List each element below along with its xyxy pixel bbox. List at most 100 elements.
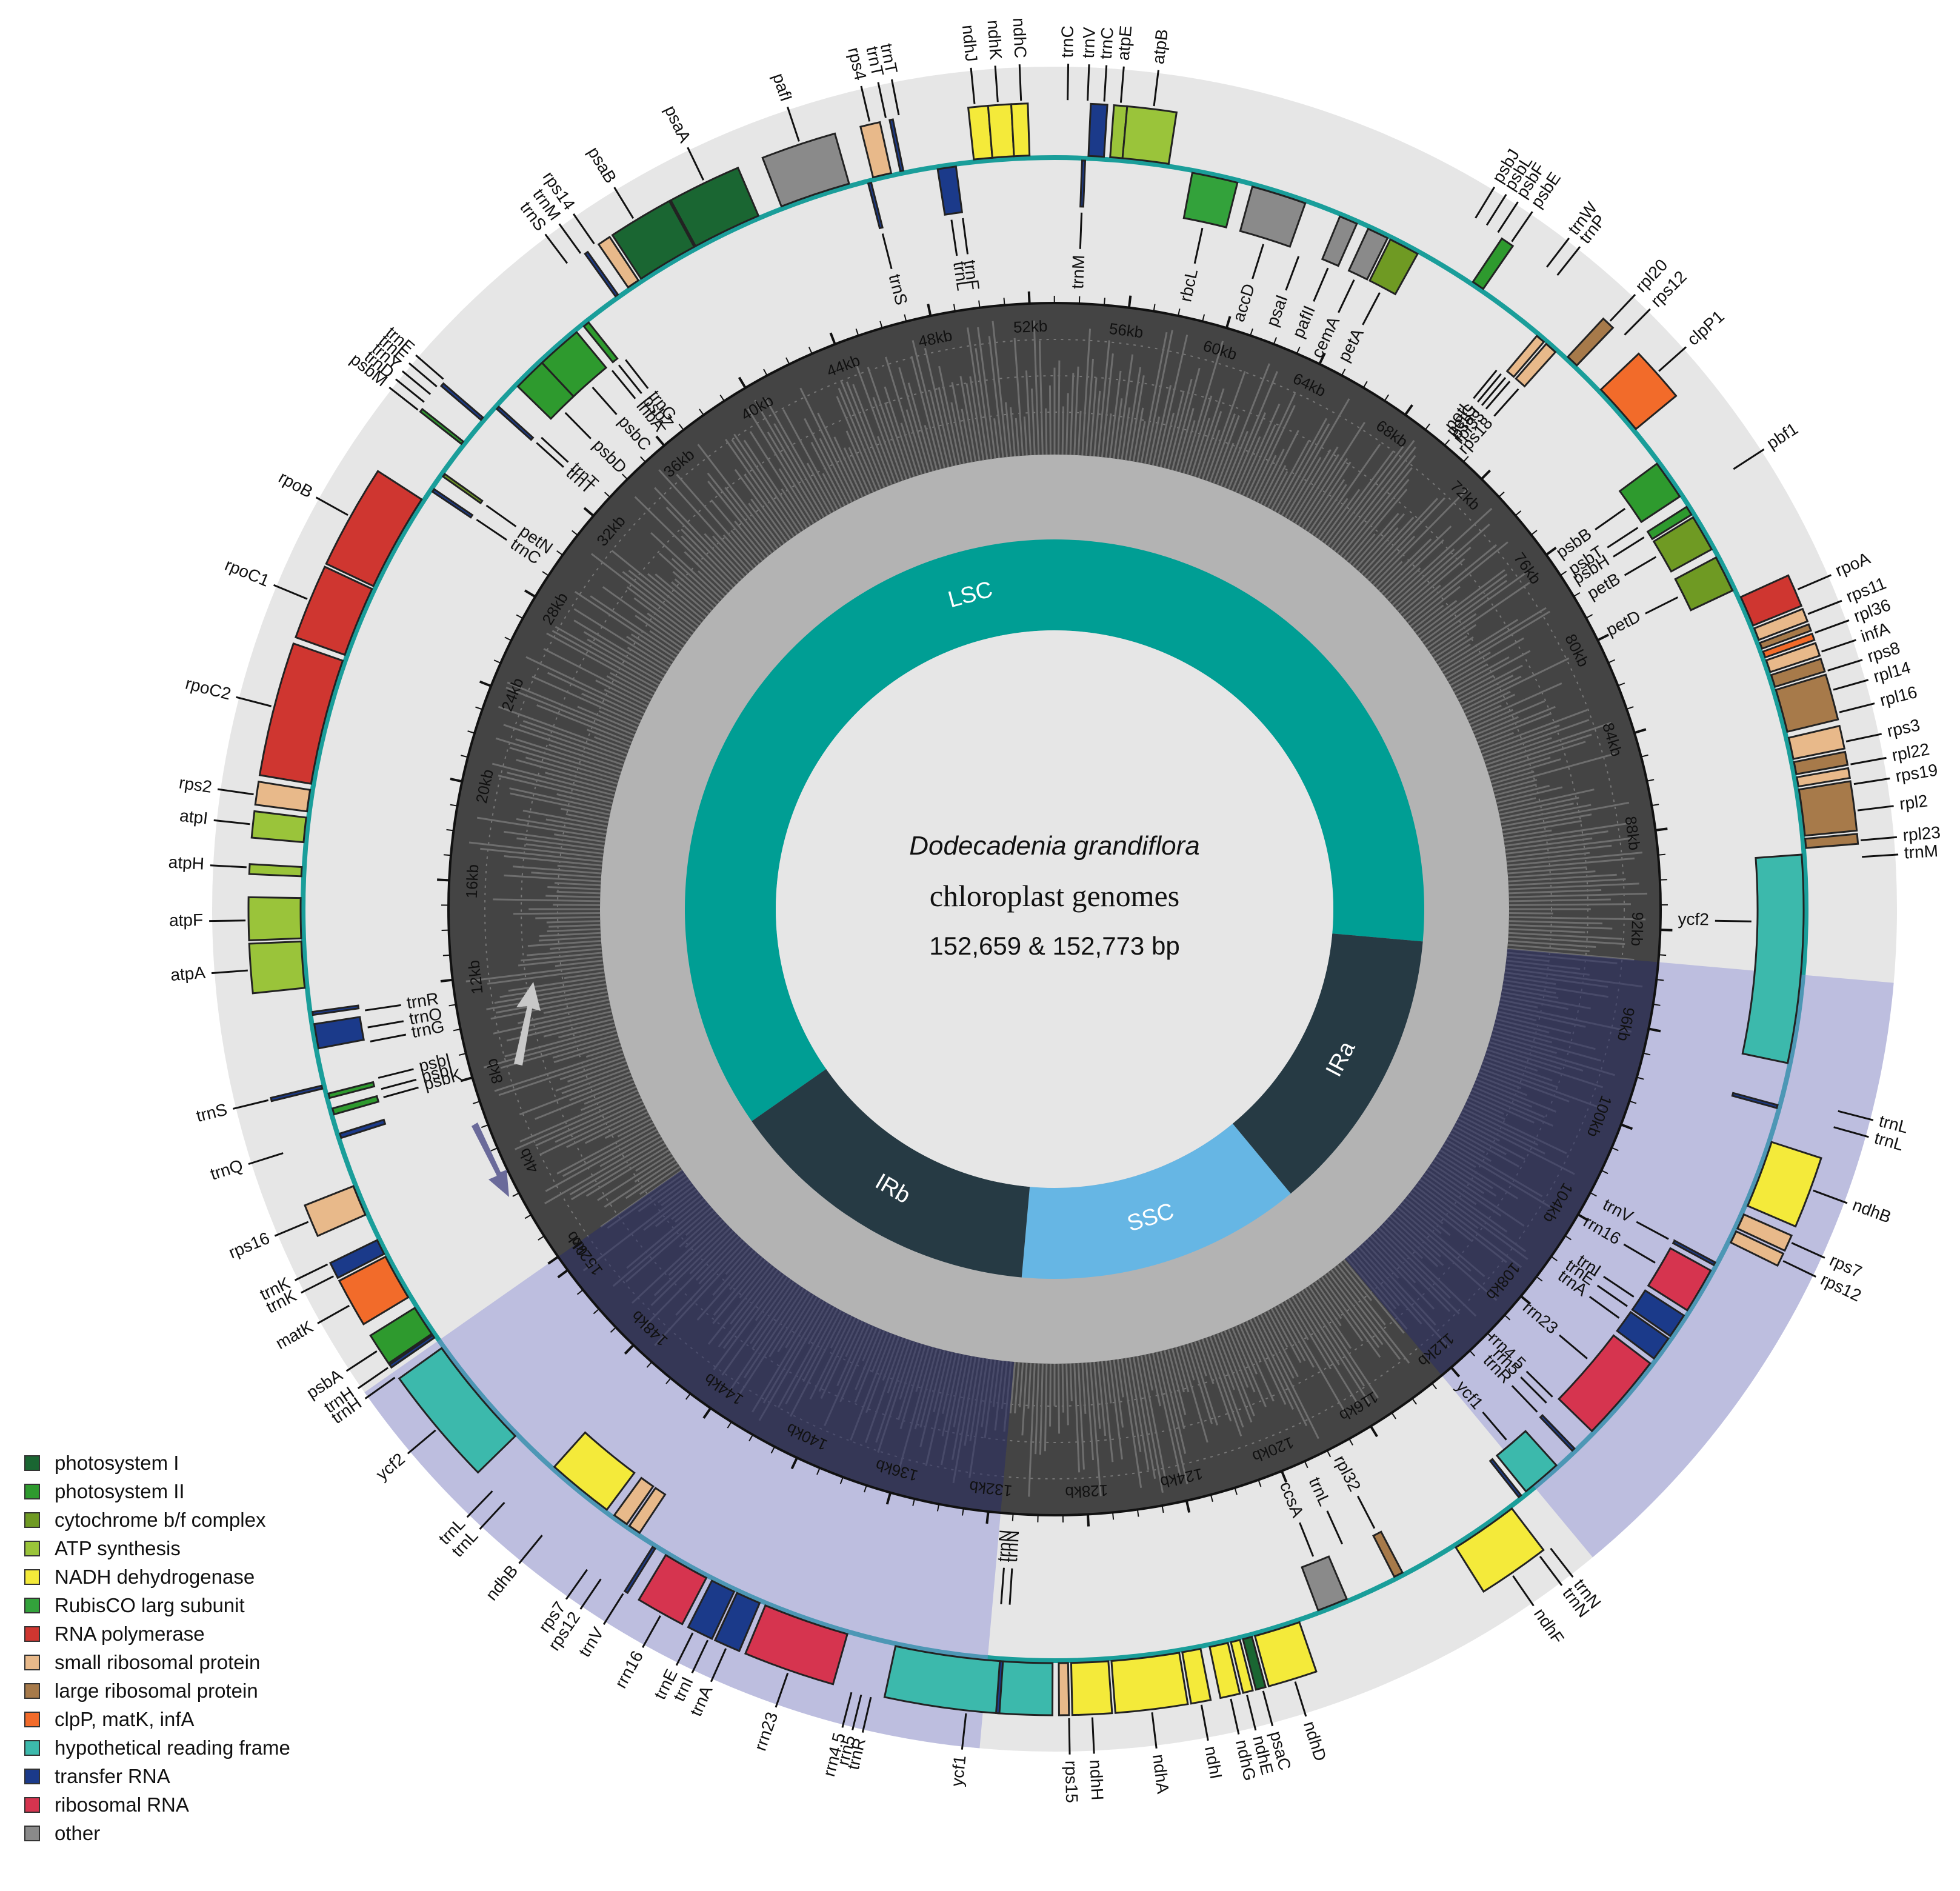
- gene-rpl2: [1798, 780, 1858, 837]
- gene-trnS: [584, 250, 619, 298]
- gene-label-ndhB: ndhB: [482, 1561, 521, 1604]
- label-leader-rpl2: [1857, 805, 1894, 812]
- label-leader-petB: [1624, 556, 1657, 576]
- gene-rpl23: [1804, 833, 1859, 849]
- label-leader-trnC: [1103, 65, 1108, 102]
- label-leader-psbJ: [1475, 186, 1496, 219]
- gene-label-ndhB: ndhB: [1850, 1195, 1894, 1227]
- gene-track-baseline: [301, 155, 1808, 1663]
- gene-rpoA: [1739, 574, 1803, 627]
- gene-ndhH: [1070, 1660, 1113, 1716]
- legend-item: photosystem II: [24, 1477, 290, 1506]
- gene-label-rpoC2: rpoC2: [184, 674, 233, 704]
- gene-petN: [441, 472, 484, 505]
- label-leader-psbD: [564, 412, 592, 439]
- legend-swatch: [24, 1739, 40, 1756]
- scale-tick: [472, 1101, 480, 1104]
- gene-label-ndhD: ndhD: [1300, 1719, 1330, 1763]
- gene-rps4: [859, 121, 893, 179]
- label-leader-trnV: [1636, 1221, 1669, 1240]
- label-leader-rpl32: [1356, 1495, 1376, 1529]
- label-leader-ndhD: [1294, 1681, 1307, 1717]
- scale-tick: [1601, 1170, 1608, 1175]
- scale-tick: [467, 730, 475, 734]
- scale-tick: [1153, 304, 1156, 312]
- scale-tick: [1545, 547, 1557, 556]
- gene-trnI: [687, 1579, 736, 1640]
- scale-tick: [1648, 1027, 1661, 1033]
- label-leader-rpl36: [1815, 619, 1850, 634]
- label-leader-clpP1: [1658, 346, 1687, 372]
- scale-tick: [702, 1407, 712, 1419]
- gene-rpl36: [1758, 623, 1813, 650]
- scale-tick: [1210, 1494, 1213, 1502]
- scale-tick: [1384, 394, 1390, 401]
- gene-label-atpA: atpA: [170, 963, 206, 984]
- legend-item: cytochrome b/f complex: [24, 1506, 290, 1534]
- gene-label-trnL: trnL: [950, 260, 973, 292]
- gene-trnA: [1616, 1310, 1670, 1360]
- scale-tick: [640, 456, 646, 462]
- gene-ndhF: [1455, 1507, 1545, 1593]
- gene-label-ndhA: ndhA: [1149, 1753, 1173, 1795]
- label-leader-ndhK: [994, 65, 999, 102]
- tick-label-16kb: 16kb: [462, 864, 482, 899]
- gene-psbH: [1646, 505, 1693, 541]
- label-leader-psbK: [383, 1086, 419, 1098]
- scale-tick: [475, 706, 483, 710]
- label-leader-atpE: [1119, 66, 1125, 103]
- scale-tick: [542, 571, 549, 576]
- scale-tick: [1127, 295, 1132, 308]
- scale-tick: [512, 1192, 519, 1197]
- gene-rps12: [628, 1486, 667, 1535]
- gene-rbcL: [1182, 172, 1239, 228]
- region-SSC: [1021, 1123, 1291, 1279]
- gene-trnV: [1087, 102, 1108, 158]
- tick-label-88kb: 88kb: [1621, 815, 1644, 852]
- gene-rps16: [304, 1185, 367, 1238]
- scale-tick: [1462, 456, 1469, 462]
- label-leader-trnM: [1079, 212, 1083, 249]
- label-leader-ndhA: [1151, 1712, 1158, 1749]
- label-leader-trnO: [367, 1020, 404, 1029]
- label-leader-rrn23: [1559, 1334, 1588, 1359]
- gene-rps12: [1729, 1230, 1785, 1267]
- gene-label-trnN: trnN: [1002, 1530, 1022, 1563]
- region-LSC: [684, 539, 1424, 1121]
- scale-tick: [885, 1492, 892, 1505]
- label-leader-trnS: [881, 233, 893, 270]
- gene-label-ycf2: ycf2: [373, 1449, 408, 1484]
- gene-label-ndhJ: ndhJ: [959, 24, 981, 62]
- legend-label: hypothetical reading frame: [55, 1736, 290, 1759]
- gene-trnT: [888, 118, 905, 173]
- label-leader-pafI: [787, 106, 800, 142]
- scale-tick: [1185, 1500, 1191, 1513]
- legend-swatch: [24, 1683, 40, 1699]
- legend-swatch: [24, 1597, 40, 1613]
- gene-psaB: [611, 199, 696, 280]
- gene-label-atpB: atpB: [1148, 28, 1172, 65]
- gene-trnA: [713, 1592, 761, 1653]
- gene-ndhB: [553, 1431, 636, 1512]
- gene-rpoC1: [295, 565, 373, 656]
- gene-ccsA: [1301, 1555, 1348, 1612]
- gene-label-rpl23: rpl23: [1902, 823, 1941, 845]
- scale-tick: [1597, 633, 1609, 642]
- gc-ir-shade-0: [1345, 949, 1659, 1376]
- scale-tick: [1370, 1426, 1378, 1438]
- gene-atpB: [1121, 105, 1178, 165]
- scale-tick: [685, 1393, 691, 1400]
- scale-tick: [1281, 1470, 1288, 1483]
- label-leader-trnC: [476, 519, 507, 541]
- tick-label-56kb: 56kb: [1108, 319, 1144, 342]
- label-leader-rpoC1: [273, 584, 308, 600]
- gene-atpH: [248, 863, 303, 878]
- scale-tick: [879, 321, 883, 329]
- scale-tick: [1348, 1438, 1353, 1446]
- scale-tick: [936, 1504, 940, 1512]
- label-leader-psbL: [1485, 193, 1507, 226]
- scale-tick: [655, 435, 665, 447]
- gene-trnT: [495, 405, 535, 441]
- label-leader-matK: [317, 1304, 350, 1324]
- scale-tick: [1273, 337, 1278, 345]
